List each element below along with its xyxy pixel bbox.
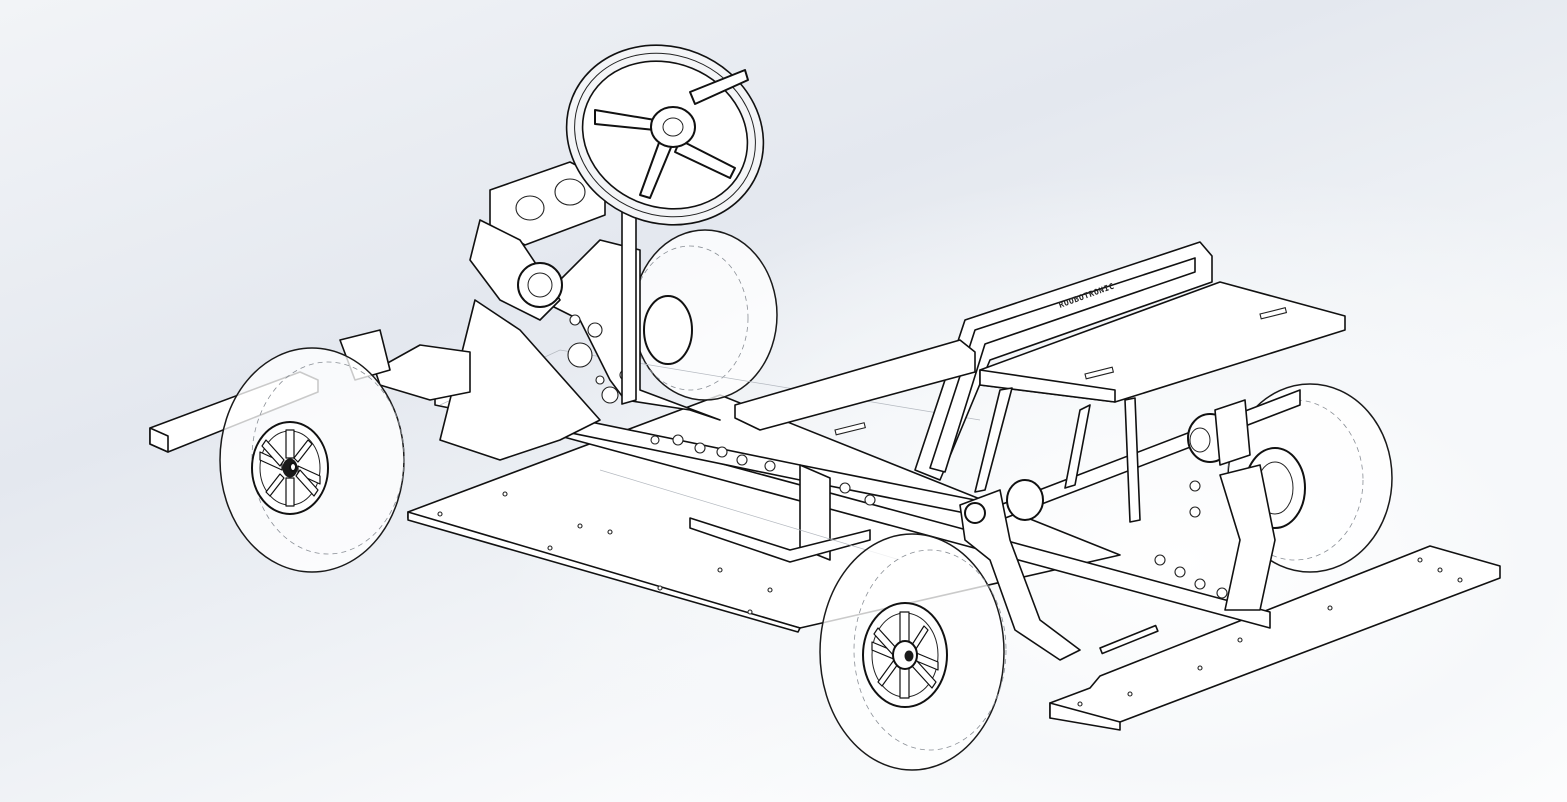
rear-left-wheel[interactable] bbox=[819, 533, 1007, 771]
drive-motor[interactable] bbox=[959, 399, 1276, 661]
seat[interactable] bbox=[734, 281, 1346, 523]
rear-bumper-plate[interactable] bbox=[1049, 545, 1501, 731]
seat-back[interactable]: ROOBOTRONIC bbox=[914, 241, 1213, 481]
steering-column[interactable] bbox=[339, 161, 721, 461]
front-right-wheel[interactable] bbox=[631, 229, 778, 401]
front-left-wheel[interactable] bbox=[219, 347, 405, 573]
steering-wheel[interactable] bbox=[539, 16, 790, 254]
